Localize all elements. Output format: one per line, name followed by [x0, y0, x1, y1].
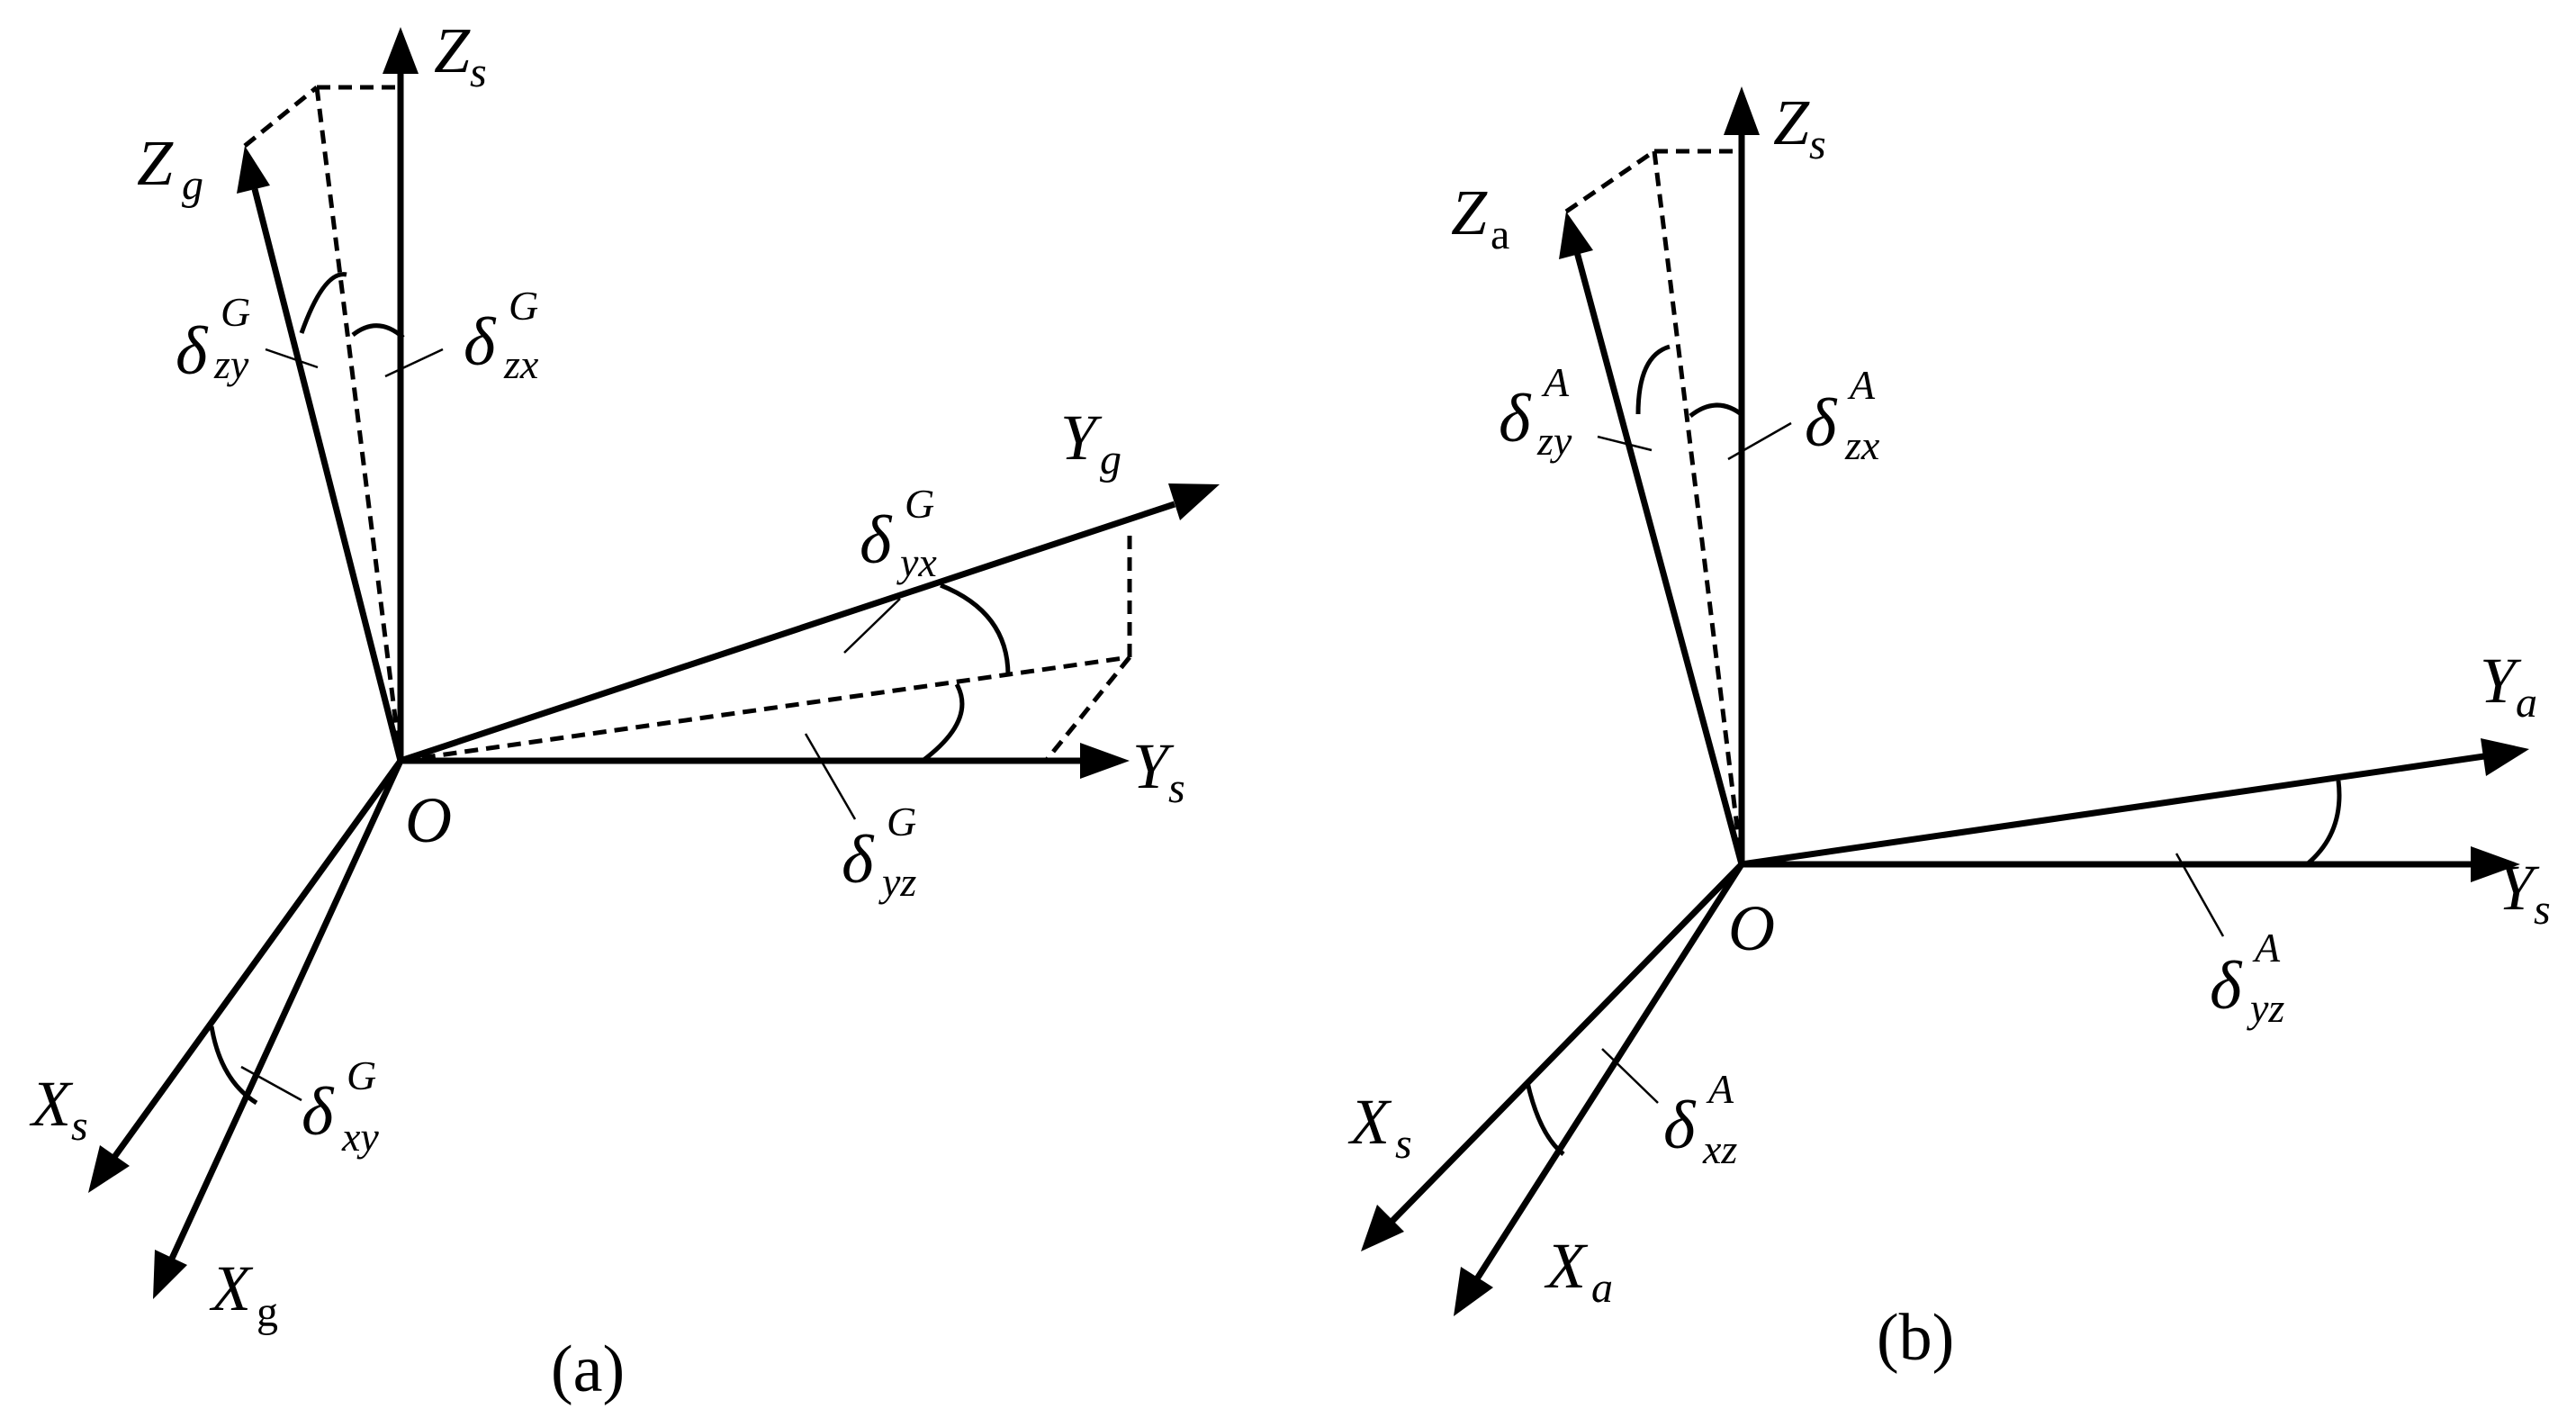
svg-text:G: G [887, 799, 916, 844]
svg-text:zy: zy [213, 341, 249, 387]
svg-text:δ: δ [842, 822, 875, 898]
arrowhead-zs-a [383, 27, 419, 74]
label-xs-a: Xs [29, 1068, 88, 1150]
angle-label-zy-a: δ G zy [176, 289, 250, 389]
arrowhead-yg-a [1168, 483, 1220, 520]
axis-xs-b [1390, 862, 1744, 1224]
angle-arc-zx-a [351, 323, 405, 339]
svg-text:zx: zx [503, 341, 539, 387]
axis-za-b [1573, 251, 1745, 865]
label-za-b: Za [1451, 176, 1509, 258]
svg-text:A: A [1847, 362, 1876, 408]
arrowhead-ys-a [1080, 743, 1130, 779]
axis-zg-a [251, 188, 404, 762]
label-zs-b: Zs [1773, 86, 1826, 168]
svg-text:A: A [1706, 1066, 1734, 1112]
caption-a: (a) [551, 1332, 625, 1406]
angle-label-xz-b: δ A xz [1663, 1066, 1737, 1172]
svg-text:δ: δ [1499, 381, 1532, 456]
angle-arc-zx-b [1689, 402, 1745, 418]
arrowhead-zs-b [1724, 86, 1760, 135]
arrowhead-xs-b [1361, 1205, 1404, 1251]
angle-label-yz-b: δ A yz [2210, 925, 2284, 1031]
label-yg-a: Yg [1060, 402, 1121, 483]
svg-text:δ: δ [464, 304, 497, 380]
label-ys-b: Ys [2498, 852, 2551, 934]
angle-arc-yz-b [2305, 780, 2342, 866]
svg-text:δ: δ [176, 313, 209, 389]
label-ya-b: Ya [2480, 645, 2537, 727]
leader-lines-b [1597, 421, 2225, 1104]
svg-text:δ: δ [302, 1074, 335, 1150]
svg-text:A: A [2252, 925, 2281, 971]
angle-arc-yx-a [940, 583, 1011, 676]
svg-text:δ: δ [2210, 948, 2243, 1024]
axis-xa-b [1473, 863, 1744, 1282]
svg-text:xz: xz [1702, 1126, 1737, 1172]
label-origin-b: O [1728, 892, 1775, 964]
angle-label-xy-a: δ G xy [302, 1052, 379, 1160]
svg-text:yz: yz [878, 859, 916, 905]
axis-xs-a [110, 758, 403, 1162]
angle-label-yx-a: δ G yx [860, 481, 937, 585]
arrowhead-ya-b [2481, 738, 2529, 776]
angle-arc-xz-b [1525, 1081, 1565, 1156]
arrowhead-zg-a [237, 146, 270, 194]
arrowhead-xg-a [153, 1250, 187, 1299]
svg-text:δ: δ [1805, 385, 1838, 461]
arrowhead-xa-b [1454, 1267, 1493, 1316]
axis-ya-b [1741, 753, 2485, 868]
svg-text:G: G [509, 283, 538, 329]
projection-lines-b [1564, 149, 1744, 865]
angle-arc-yz-a [921, 682, 965, 763]
axis-yg-a [399, 501, 1176, 764]
arrowhead-ys-b [2471, 846, 2520, 882]
svg-text:δ: δ [860, 502, 893, 578]
svg-text:zx: zx [1844, 422, 1880, 468]
svg-text:G: G [347, 1052, 376, 1098]
arrowhead-xs-a [88, 1145, 130, 1193]
angle-arc-xy-a [209, 1025, 258, 1106]
label-zs-a: Zs [434, 14, 487, 96]
angle-arc-zy-b [1635, 344, 1671, 415]
caption-b: (b) [1877, 1301, 1954, 1375]
svg-text:zy: zy [1536, 418, 1572, 464]
svg-text:G: G [905, 481, 934, 527]
svg-text:yx: yx [896, 539, 937, 585]
angle-label-zx-a: δ G zx [464, 283, 539, 387]
svg-text:δ: δ [1663, 1088, 1697, 1163]
leader-lines-a [240, 348, 901, 1102]
svg-text:A: A [1541, 359, 1570, 405]
angle-label-zx-b: δ A zx [1805, 362, 1880, 468]
label-origin-a: O [405, 784, 452, 856]
angle-label-yz-a: δ G yz [842, 799, 916, 905]
svg-text:xy: xy [341, 1114, 379, 1160]
svg-text:yz: yz [2247, 985, 2284, 1031]
label-ys-a: Ys [1132, 730, 1185, 812]
angle-arc-zy-a [299, 272, 347, 334]
angle-label-zy-b: δ A zy [1499, 359, 1572, 464]
axis-xg-a [167, 759, 404, 1262]
svg-text:G: G [221, 289, 250, 335]
arrowhead-za-b [1559, 212, 1593, 259]
